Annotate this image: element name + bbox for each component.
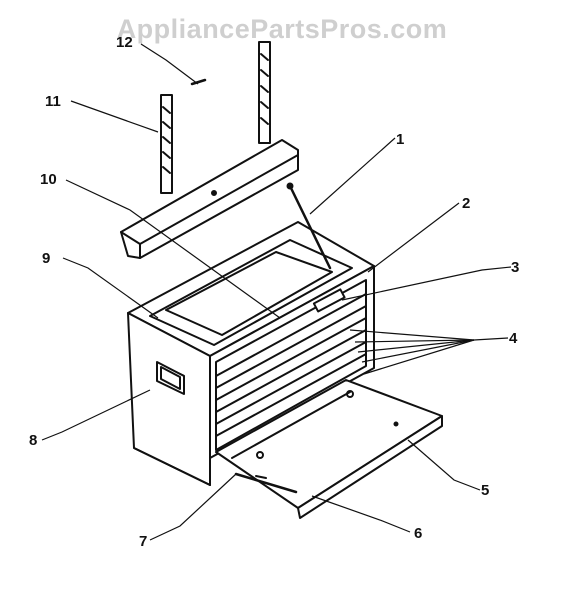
callout-8: 8	[29, 432, 38, 449]
callout-12: 12	[116, 34, 133, 51]
lid-screw	[190, 78, 207, 86]
callout-6: 6	[414, 525, 423, 542]
chest-front	[209, 265, 375, 459]
callout-4: 4	[509, 330, 518, 347]
callout-11: 11	[45, 93, 61, 110]
right-lid-strap	[258, 41, 271, 144]
left-lid-strap	[160, 94, 173, 194]
callout-10: 10	[40, 171, 57, 188]
leader-lines	[41, 43, 512, 541]
callout-3: 3	[511, 259, 520, 276]
drawer-slide	[234, 472, 298, 494]
watermark-text: AppliancePartsPros.com	[116, 14, 448, 44]
callout-7: 7	[139, 533, 148, 550]
callout-9: 9	[42, 250, 51, 267]
side-handle	[156, 361, 185, 395]
callout-5: 5	[481, 482, 490, 499]
chest-base	[133, 447, 211, 486]
open-drawer	[215, 379, 443, 519]
callout-1: 1	[396, 131, 405, 148]
chest-lid	[120, 139, 299, 259]
lid-stay	[286, 182, 332, 270]
callout-2: 2	[462, 195, 471, 212]
